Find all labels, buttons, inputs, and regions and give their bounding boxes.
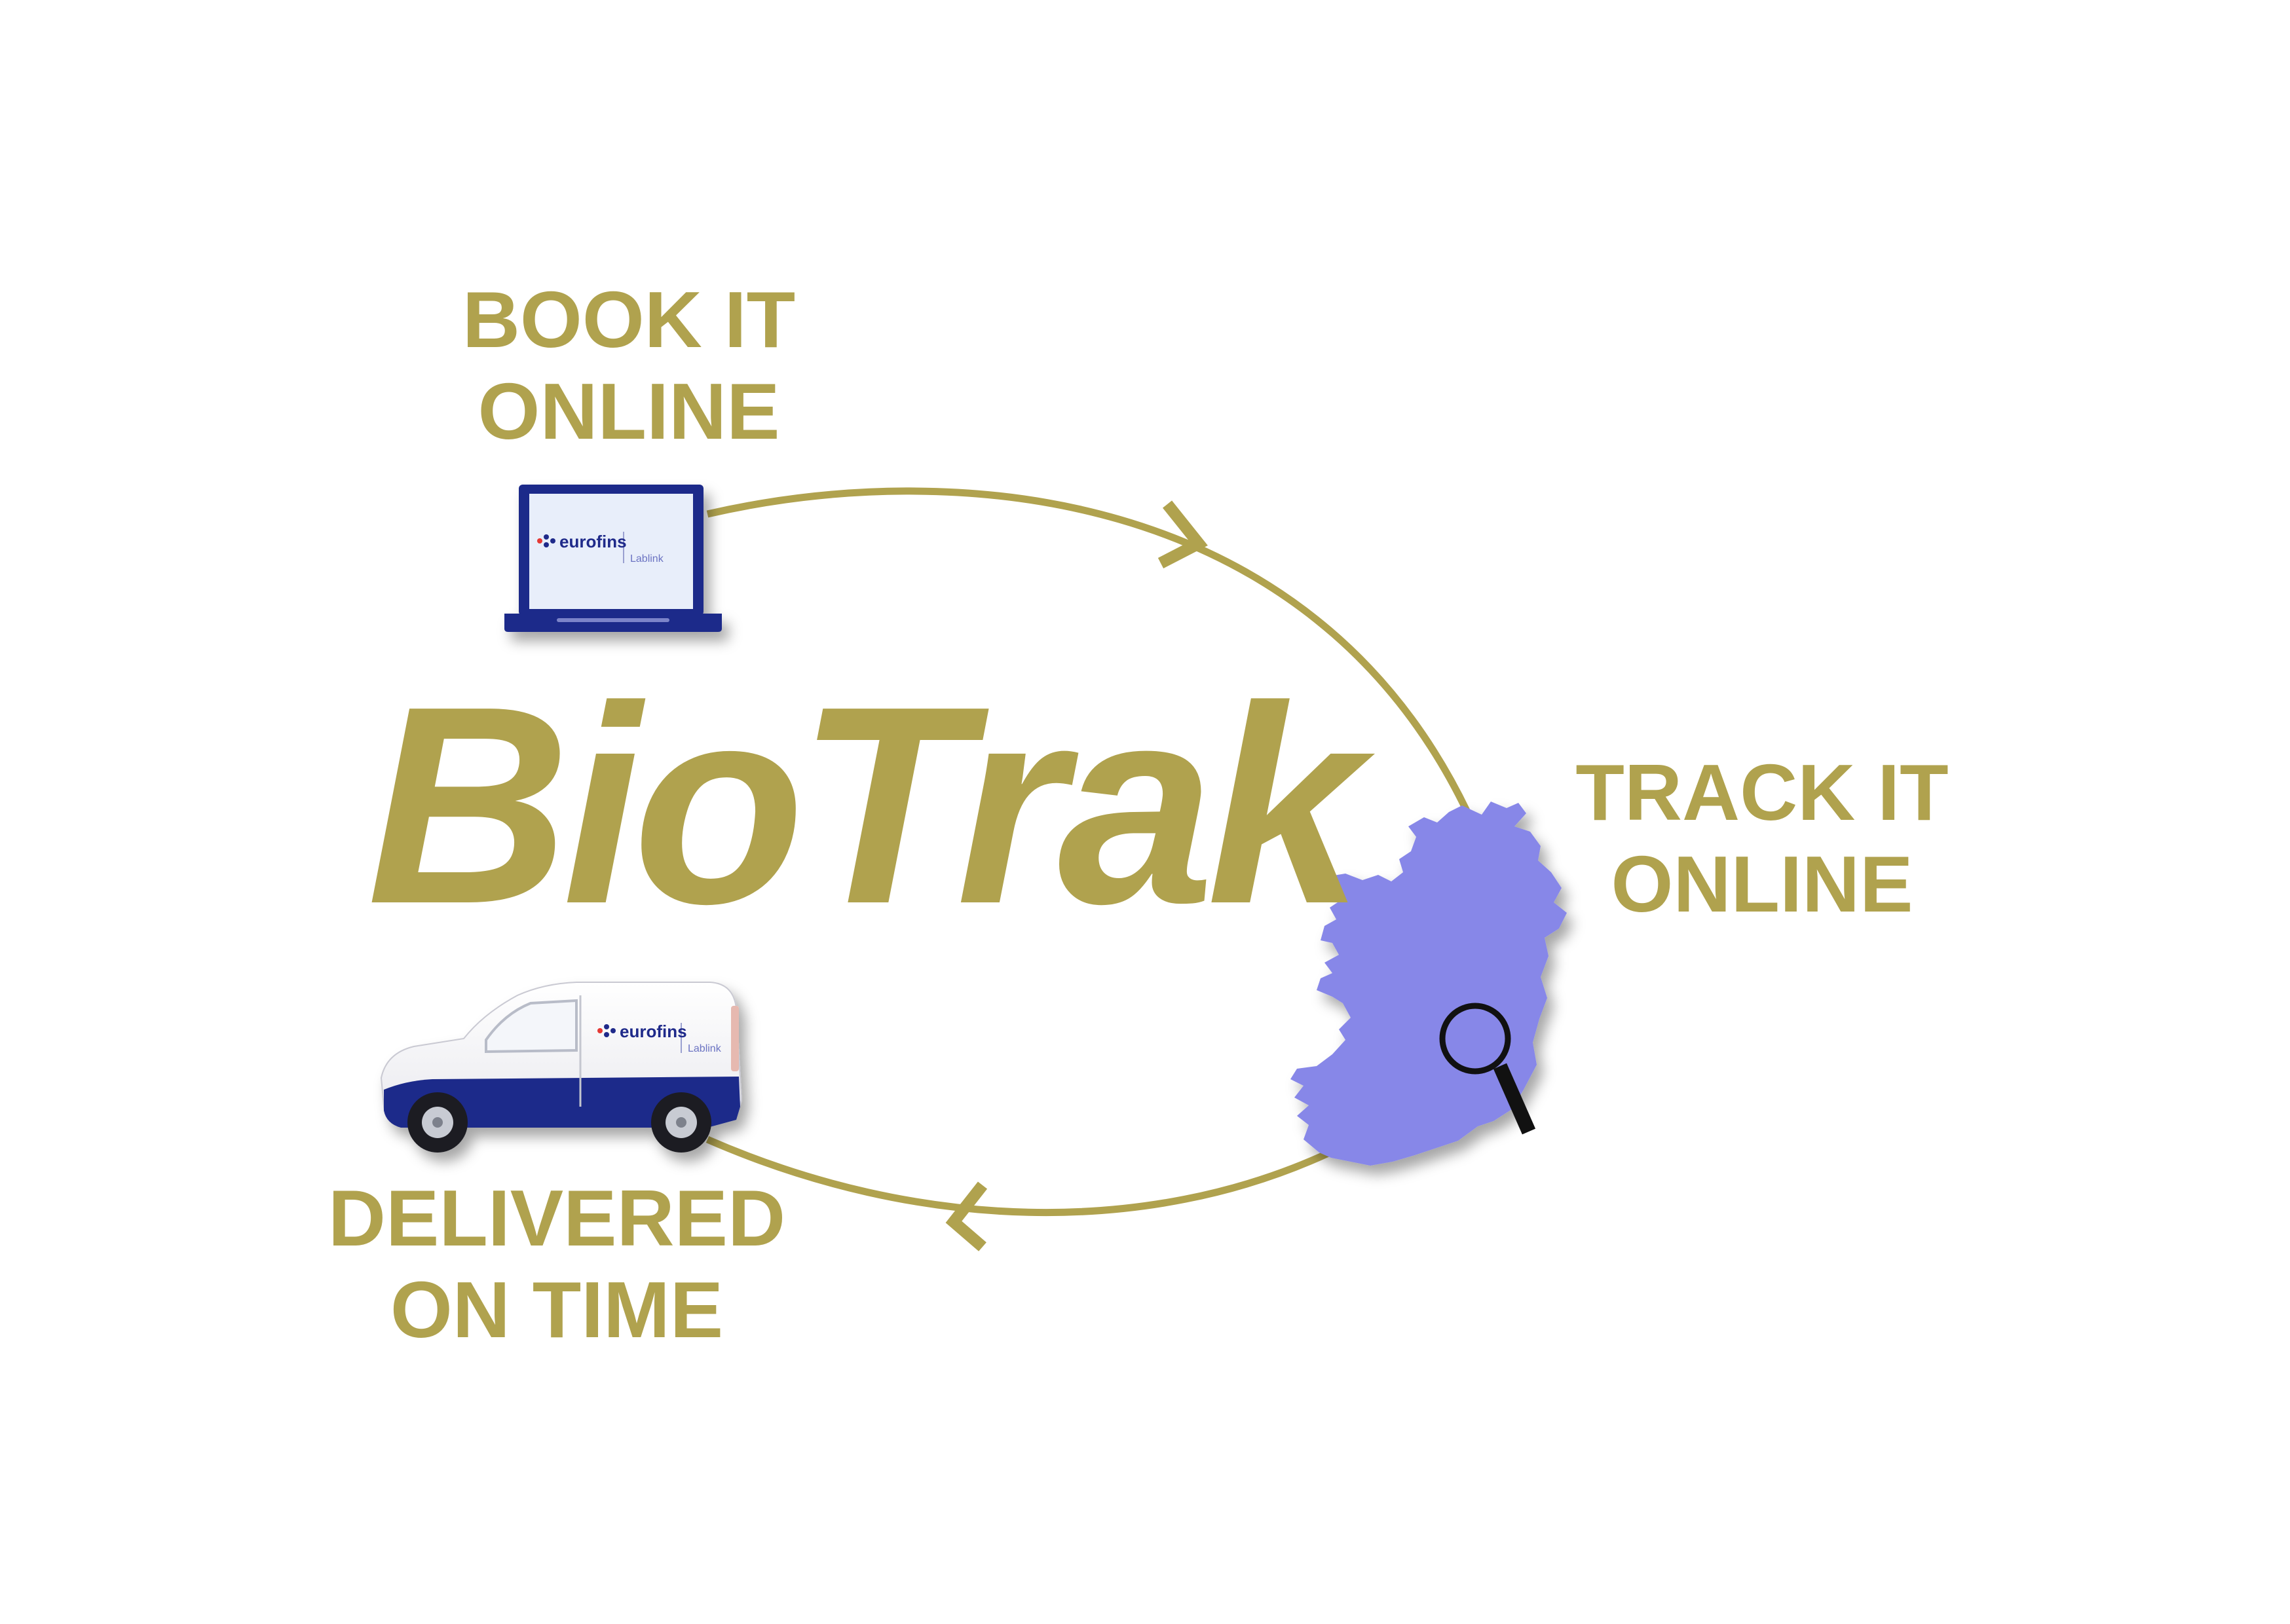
magnifier-icon — [1439, 1003, 1536, 1135]
van-brand-name: eurofins — [620, 1022, 687, 1041]
track-caption-line1: TRACK IT — [1575, 748, 1949, 837]
laptop-eurofins-logo — [537, 532, 624, 563]
book-caption-line2: ONLINE — [478, 367, 780, 456]
laptop-product-name: Lablink — [630, 553, 664, 564]
biotrak-title: BioTrak — [367, 648, 1363, 963]
cycle-path-bottom — [705, 1135, 1332, 1217]
delivered-caption-line1: DELIVERED — [328, 1173, 786, 1263]
flow-arrow-icon — [1157, 500, 1208, 568]
book-caption-line1: BOOK IT — [462, 275, 796, 364]
van-product-name: Lablink — [688, 1043, 722, 1054]
track-it-online-caption: TRACK IT ONLINE — [1533, 747, 1991, 930]
book-it-online-caption: BOOK IT ONLINE — [419, 274, 838, 457]
cycle-path-top — [706, 487, 1471, 814]
van-eurofins-logo — [597, 1023, 682, 1053]
delivered-caption-line2: ON TIME — [390, 1265, 724, 1354]
track-caption-line2: ONLINE — [1611, 840, 1913, 929]
laptop-brand-name: eurofins — [559, 532, 627, 551]
delivered-on-time-caption: DELIVERED ON TIME — [301, 1172, 812, 1356]
flow-arrow-icon — [945, 1181, 988, 1251]
delivery-van-icon — [380, 982, 743, 1153]
laptop-icon — [504, 485, 722, 632]
